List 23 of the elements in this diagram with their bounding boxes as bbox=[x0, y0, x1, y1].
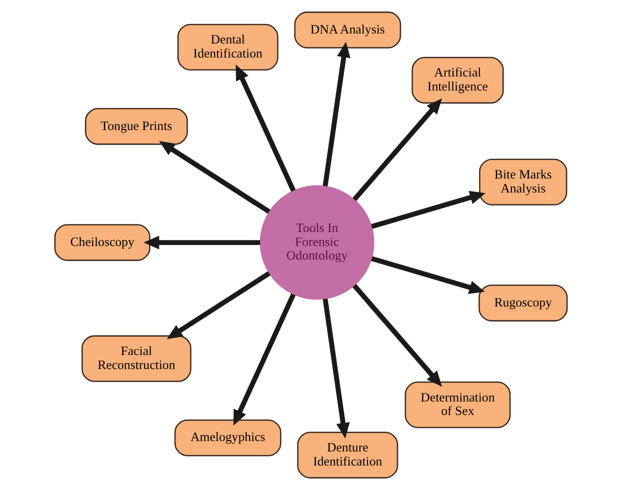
arrow bbox=[159, 141, 270, 214]
arrow bbox=[352, 98, 442, 202]
node-box: Rugoscopy bbox=[478, 284, 568, 322]
node-box: Tongue Prints bbox=[84, 108, 188, 145]
node-box: Artificial Intelligence bbox=[412, 56, 504, 104]
node-box: Amelogyphics bbox=[174, 419, 282, 456]
arrow bbox=[144, 236, 260, 250]
arrow bbox=[371, 256, 485, 294]
arrow bbox=[322, 42, 350, 186]
arrow bbox=[233, 293, 296, 426]
node-circle: Tools In Forensic Odontology bbox=[260, 185, 374, 300]
arrow bbox=[166, 271, 270, 340]
node-box: DNA Analysis bbox=[294, 12, 402, 48]
arrow bbox=[371, 190, 486, 229]
node-box: Cheiloscopy bbox=[54, 224, 150, 261]
arrow bbox=[352, 284, 442, 387]
node-box: Bite Marks Analysis bbox=[479, 158, 568, 206]
node-box: Determination of Sex bbox=[404, 381, 511, 428]
node-box: Facial Reconstruction bbox=[81, 335, 192, 382]
node-box: Dental Identification bbox=[177, 24, 278, 71]
arrow bbox=[236, 64, 296, 192]
node-box: Denture Identification bbox=[297, 432, 398, 478]
arrow bbox=[322, 298, 350, 438]
